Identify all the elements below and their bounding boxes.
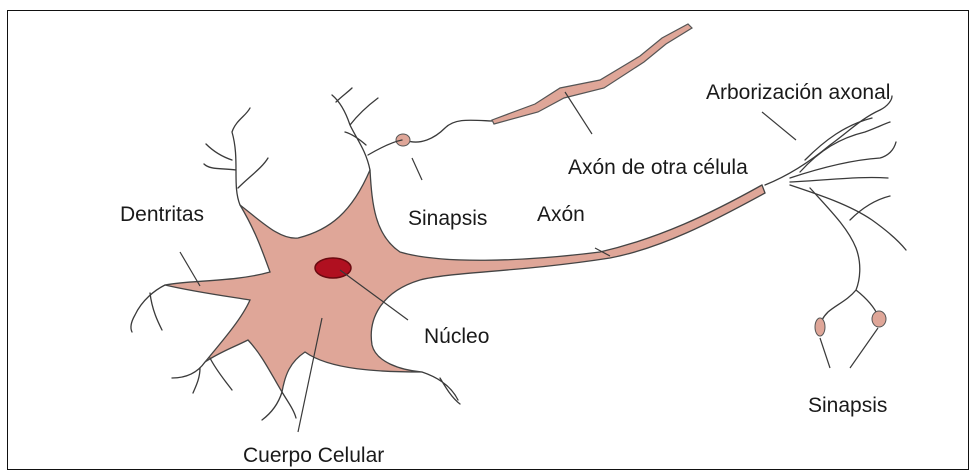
- bottom-synapse-terminal-right: [872, 311, 886, 327]
- label-nucleus: Núcleo: [424, 326, 489, 347]
- label-axon: Axón: [537, 204, 585, 225]
- label-other-cell-axon: Axón de otra célula: [568, 157, 748, 178]
- top-synapse-terminal: [396, 134, 410, 146]
- label-axon-arborization: Arborización axonal: [706, 82, 890, 103]
- other-cell-axon: [492, 24, 692, 124]
- label-cell-body: Cuerpo Celular: [243, 445, 384, 466]
- nucleus: [315, 258, 351, 278]
- label-synapse-bottom: Sinapsis: [808, 395, 887, 416]
- other-cell-axon-fiber: [405, 120, 492, 142]
- bottom-synapse-terminal-left: [815, 318, 825, 336]
- axon-arborization: [765, 96, 906, 328]
- label-synapse-top: Sinapsis: [408, 208, 487, 229]
- label-dendrites: Dentritas: [120, 204, 204, 225]
- cell-body: [165, 170, 765, 392]
